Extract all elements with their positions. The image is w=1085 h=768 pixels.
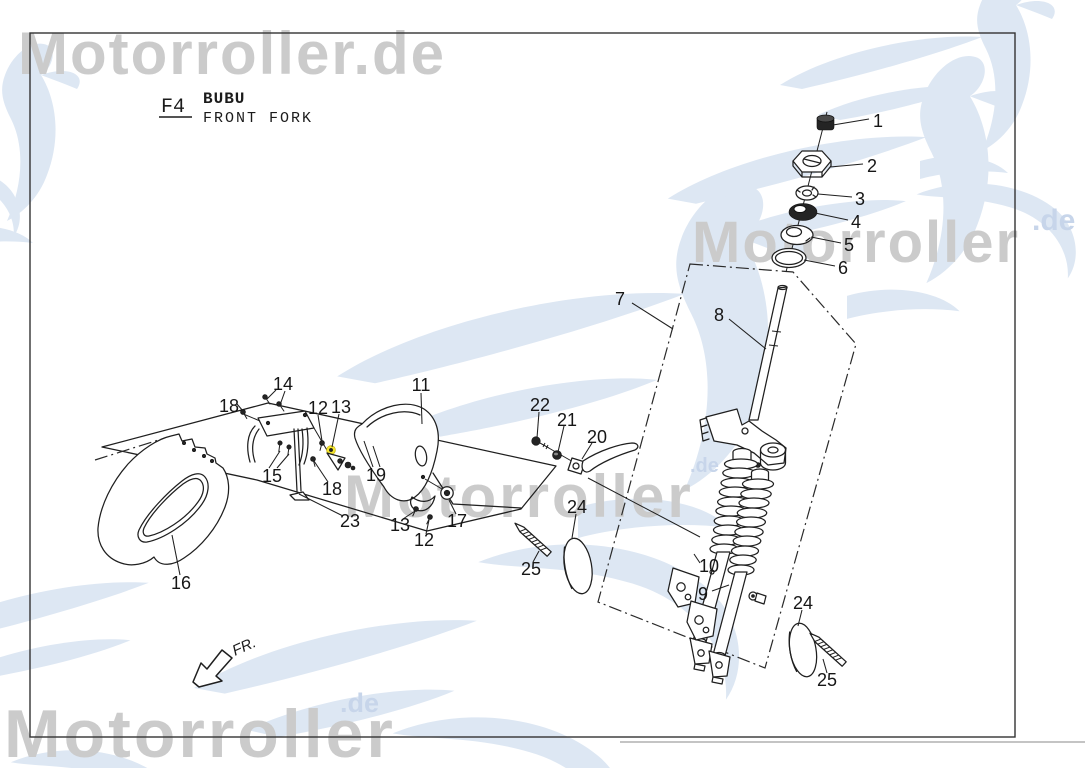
callout-5: 5 [844,235,854,255]
callout-1: 1 [873,111,883,131]
watermark-bottom-left: Motorroller [4,696,396,768]
figure-header: F4 BUBU FRONT FORK [159,90,313,127]
callout-labels: 1 2 3 4 5 6 7 8 11 14 18 12 13 15 18 19 … [171,111,883,690]
callout-8: 8 [714,305,724,325]
callout-7: 7 [615,289,625,309]
callout-12-bottom: 12 [414,530,434,550]
front-fender-part16 [97,433,230,566]
trim-stick-right-drawing [809,632,847,667]
brand-watermark-texts: Motorroller.de Motorroller .de Motorroll… [4,20,1075,768]
reflector-right-drawing [788,622,818,678]
cap-nut-part1 [816,114,835,131]
brake-caliper-mount-right [686,600,718,641]
callout-16: 16 [171,573,191,593]
figure-title: FRONT FORK [203,110,313,127]
callout-24-right: 24 [793,593,813,613]
fender-panel-part11 [353,403,443,512]
watermark-top-left: Motorroller.de [18,20,446,87]
callout-23: 23 [340,511,360,531]
callout-13-bottom: 13 [390,515,410,535]
o-ring-part6 [771,247,807,269]
watermark-de-center: .de [690,455,719,477]
diagram-border [29,32,1016,738]
front-direction-arrow [192,649,233,688]
cone-washer-part4 [788,203,818,221]
triple-clamp-drawing [699,408,787,471]
callout-3: 3 [855,189,865,209]
model-name: BUBU [203,90,245,108]
cable-clamp-drawing [531,436,701,538]
callout-9: 9 [698,584,708,604]
callout-24-left: 24 [567,497,587,517]
callout-10: 10 [699,556,719,576]
callout-21: 21 [557,410,577,430]
leader-lines [171,118,870,674]
watermark-de-bottom: .de [340,688,379,718]
reflector-left-drawing [563,537,593,595]
bearing-cover-part5 [780,224,814,246]
front-direction-label: FR. [230,634,259,659]
callout-6: 6 [838,258,848,278]
callout-2: 2 [867,156,877,176]
callout-17: 17 [447,511,467,531]
watermark-mid-right: Motorroller [692,210,1020,275]
hardware-stack-drawing [771,111,835,273]
callout-18-mid: 18 [322,479,342,499]
callout-4: 4 [851,212,861,232]
bolt-part22 [531,436,550,450]
steering-stem-drawing [748,284,788,421]
callout-11: 11 [412,375,431,395]
callout-20: 20 [587,427,607,447]
fender-stay-part23 [289,428,310,501]
callout-12-top: 12 [308,398,328,418]
fender-bracket-part15 [240,410,329,466]
nut-part21 [552,450,562,460]
watermark-de-right: .de [1032,204,1075,237]
callout-25-right: 25 [817,670,837,690]
callout-22: 22 [530,395,550,415]
assembly-boundary [597,263,857,669]
clamp-part20 [567,442,639,475]
steering-nut-part2 [792,150,832,178]
callout-18-top: 18 [219,396,239,416]
callout-14: 14 [273,374,293,394]
screw-group [240,394,433,525]
callout-19: 19 [366,465,386,485]
callout-25-left: 25 [521,559,541,579]
callout-13-top: 13 [331,397,351,417]
fork-leg-right-drawing [686,468,775,685]
figure-code: F4 [161,96,185,119]
trim-stick-left-drawing [514,522,552,557]
callout-15: 15 [262,466,282,486]
grommet-part17 [440,486,454,500]
lock-washer-part3 [795,185,819,201]
fender-assembly-drawing [94,394,557,566]
mounting-plate-outline [101,402,557,532]
